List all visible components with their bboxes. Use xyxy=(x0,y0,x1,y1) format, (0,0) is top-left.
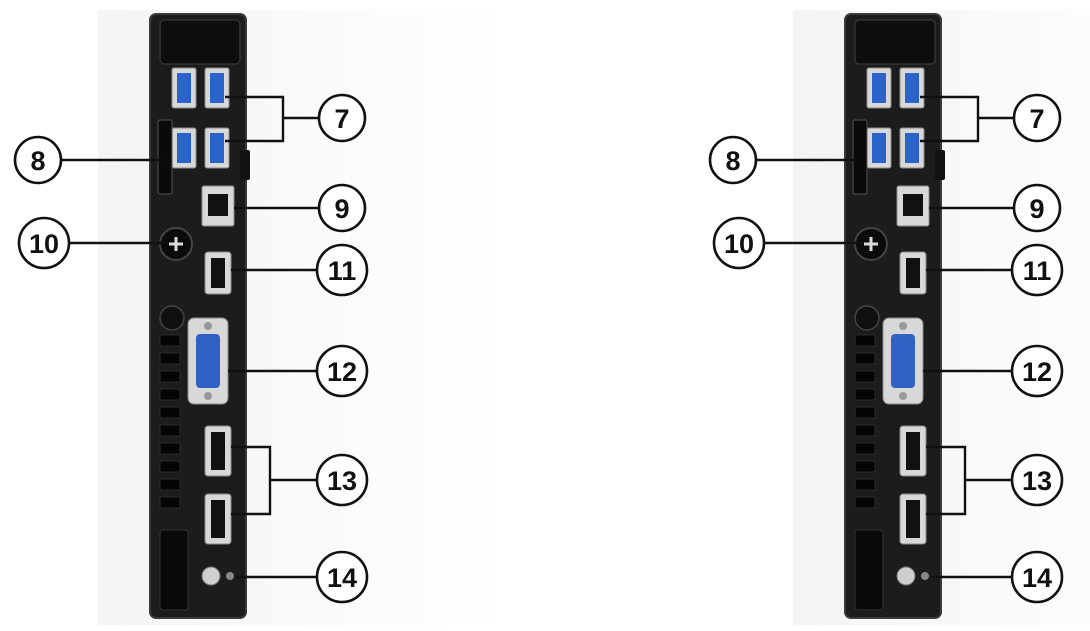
side-notch xyxy=(240,150,250,180)
vent-slot xyxy=(159,334,181,347)
callout-line-13 xyxy=(231,445,318,516)
vent-slot xyxy=(159,352,181,365)
hdmi-port-socket xyxy=(906,258,920,288)
vent-slot xyxy=(159,370,181,383)
callout-label-13: 13 xyxy=(327,466,357,496)
usb-port-insert-4 xyxy=(210,133,224,163)
power-plus-icon xyxy=(169,237,183,251)
vga-screw-bottom xyxy=(204,392,212,400)
callout-label-11: 11 xyxy=(328,256,357,286)
lower-latch xyxy=(854,529,884,611)
vent-slot xyxy=(854,496,876,509)
callout-label-12: 12 xyxy=(327,357,357,387)
top-handle xyxy=(159,19,241,65)
callout-label-7: 7 xyxy=(1029,104,1044,134)
displayport-socket-1 xyxy=(211,432,225,470)
vent-slot xyxy=(159,406,181,419)
lower-latch xyxy=(159,529,189,611)
displayport-socket-1 xyxy=(906,432,920,470)
callout-circle-13 xyxy=(1010,453,1064,507)
vga-screw-top xyxy=(899,322,907,330)
callout-label-9: 9 xyxy=(1029,194,1044,224)
vga-port-insert xyxy=(196,334,220,388)
rear-panel-left: 7 8 9 10 11 12 13 14 xyxy=(13,10,508,625)
usb-port-insert-1 xyxy=(872,73,886,103)
callout-circle-10 xyxy=(17,216,71,270)
callout-circle-9 xyxy=(1012,183,1062,233)
vent-slot xyxy=(159,424,181,437)
callout-circle-10 xyxy=(712,216,766,270)
usb-port-insert-4 xyxy=(905,133,919,163)
vga-port-insert xyxy=(891,334,915,388)
callout-circle-11 xyxy=(315,243,369,297)
network-port-socket xyxy=(903,194,923,216)
power-led xyxy=(226,572,234,580)
usb-port-insert-2 xyxy=(905,73,919,103)
callout-circle-11 xyxy=(1010,243,1064,297)
callout-circle-14 xyxy=(315,550,369,604)
network-port-socket xyxy=(208,194,228,216)
vent-slot xyxy=(854,424,876,437)
callout-label-7: 7 xyxy=(334,104,349,134)
displayport-socket-2 xyxy=(906,500,920,538)
lock-knob xyxy=(854,305,880,331)
callout-label-8: 8 xyxy=(30,146,45,176)
callout-label-12: 12 xyxy=(1022,357,1052,387)
vga-screw-top xyxy=(204,322,212,330)
vent-slot xyxy=(854,334,876,347)
callout-circle-9 xyxy=(317,183,367,233)
usb-port-insert-1 xyxy=(177,73,191,103)
callout-label-14: 14 xyxy=(1022,563,1052,593)
vent-slot xyxy=(854,460,876,473)
callout-label-10: 10 xyxy=(29,229,59,259)
callout-line-13 xyxy=(926,445,1013,516)
callout-circle-8 xyxy=(708,135,758,185)
power-plus-icon xyxy=(864,237,878,251)
option-slot xyxy=(852,119,868,195)
power-led xyxy=(921,572,929,580)
vent-slot xyxy=(854,406,876,419)
callout-circle-7 xyxy=(317,93,367,143)
callout-label-8: 8 xyxy=(725,146,740,176)
rear-panel-right: 7 8 9 10 11 12 13 14 xyxy=(708,10,1090,625)
callout-circle-7 xyxy=(1012,93,1062,143)
hdmi-port-socket xyxy=(211,258,225,288)
callout-circle-12 xyxy=(315,344,369,398)
vent-slot xyxy=(159,442,181,455)
callout-line-7 xyxy=(920,95,1013,143)
callout-circle-14 xyxy=(1010,550,1064,604)
usb-port-insert-2 xyxy=(210,73,224,103)
vent-slot xyxy=(854,370,876,383)
callout-line-7 xyxy=(225,95,318,143)
displayport-socket-2 xyxy=(211,500,225,538)
vent-slot xyxy=(854,352,876,365)
callout-circle-13 xyxy=(315,453,369,507)
power-button xyxy=(896,566,916,586)
vent-slot xyxy=(159,478,181,491)
callout-label-11: 11 xyxy=(1023,256,1052,286)
callout-label-9: 9 xyxy=(334,194,349,224)
power-button xyxy=(201,566,221,586)
callout-circle-12 xyxy=(1010,344,1064,398)
vent-slot xyxy=(854,478,876,491)
vent-slot xyxy=(854,442,876,455)
vent-slot xyxy=(159,496,181,509)
usb-port-insert-3 xyxy=(872,133,886,163)
callout-label-14: 14 xyxy=(327,563,357,593)
option-slot xyxy=(157,119,173,195)
vga-screw-bottom xyxy=(899,392,907,400)
callout-circle-8 xyxy=(13,135,63,185)
vent-slot xyxy=(854,388,876,401)
vent-slot xyxy=(159,460,181,473)
vent-slot xyxy=(159,388,181,401)
usb-port-insert-3 xyxy=(177,133,191,163)
lock-knob xyxy=(159,305,185,331)
callout-label-10: 10 xyxy=(724,229,754,259)
top-handle xyxy=(854,19,936,65)
callout-label-13: 13 xyxy=(1022,466,1052,496)
side-notch xyxy=(935,150,945,180)
